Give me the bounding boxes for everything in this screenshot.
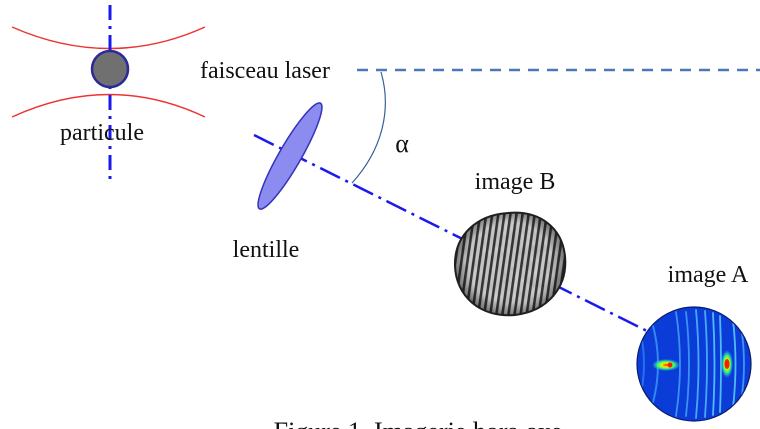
angle-arc: [351, 71, 386, 184]
image-b-label: image B: [475, 169, 556, 195]
imaging-axis: [253, 133, 656, 337]
particle-label: particule: [60, 120, 144, 146]
figure-caption: Figure 1. Imagerie hors-axe: [274, 417, 563, 429]
lens-icon: [257, 102, 323, 210]
angle-label: α: [395, 129, 409, 158]
image-a-icon: [636, 306, 752, 422]
lens-label: lentille: [233, 237, 300, 263]
image-b-icon: [453, 211, 567, 317]
particle-icon: [90, 49, 130, 89]
laser-beam-label: faisceau laser: [200, 58, 330, 84]
image-a-label: image A: [668, 262, 749, 288]
beam-lower-edge: [11, 93, 206, 118]
